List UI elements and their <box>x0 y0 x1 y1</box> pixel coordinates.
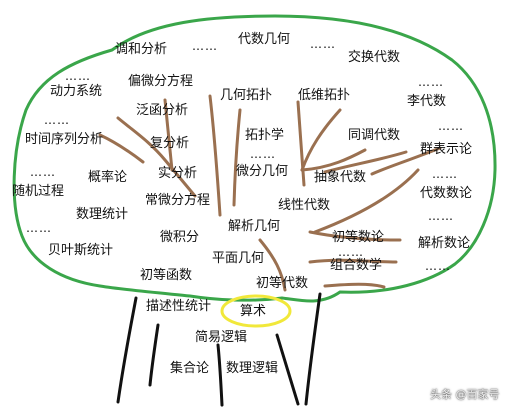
branch-line <box>370 146 442 176</box>
node-bayesian-statistics: 贝叶斯统计 <box>48 243 114 258</box>
node-commutative-algebra: 交换代数 <box>348 50 401 65</box>
branch-line <box>163 98 174 172</box>
trunk-line <box>116 296 138 404</box>
branch-line <box>232 108 242 207</box>
node-elementary-functions: 初等函数 <box>140 268 193 283</box>
trunk-line <box>148 323 160 387</box>
node-analytic-number-theory: 解析数论 <box>418 236 471 251</box>
node-geometric-topology: 几何拓扑 <box>220 88 273 103</box>
ellipsis-mark: …… <box>192 39 218 53</box>
node-real-analysis: 实分析 <box>158 166 198 181</box>
node-complex-analysis: 复分析 <box>150 136 190 151</box>
node-pde: 偏微分方程 <box>128 74 194 89</box>
branch-line <box>98 133 145 164</box>
ellipsis-mark: …… <box>425 259 451 273</box>
node-elementary-algebra: 初等代数 <box>256 276 309 291</box>
node-homological-algebra: 同调代数 <box>348 128 401 143</box>
node-mathematical-logic: 数理逻辑 <box>226 361 279 376</box>
ellipsis-mark: …… <box>432 167 458 181</box>
trunk-line <box>216 343 224 407</box>
ellipsis-mark: …… <box>418 75 444 89</box>
tree-trunk <box>116 292 322 407</box>
node-descriptive-statistics: 描述性统计 <box>146 299 212 314</box>
node-dynamical-systems: 动力系统 <box>50 84 103 99</box>
ellipsis-mark: …… <box>338 245 364 259</box>
node-elementary-number-theory: 初等数论 <box>332 230 385 245</box>
node-algebraic-geometry: 代数几何 <box>238 32 291 47</box>
branch-line <box>300 148 367 172</box>
branch-line <box>258 238 287 292</box>
node-ode: 常微分方程 <box>145 193 211 208</box>
node-group-representation: 群表示论 <box>420 142 473 157</box>
node-differential-geometry: 微分几何 <box>236 164 289 179</box>
trunk-line <box>304 292 322 406</box>
node-arithmetic: 算术 <box>240 304 267 319</box>
node-plane-geometry: 平面几何 <box>212 251 265 266</box>
node-functional-analysis: 泛函分析 <box>136 103 189 118</box>
node-mathematical-statistics: 数理统计 <box>76 207 129 222</box>
branch-line <box>323 150 408 174</box>
node-harmonic-analysis: 调和分析 <box>115 42 168 57</box>
node-low-dim-topology: 低维拓扑 <box>298 88 351 103</box>
node-analytic-geometry: 解析几何 <box>228 219 281 234</box>
watermark: 头条 @百家号 <box>430 388 500 401</box>
branch-line <box>116 116 197 198</box>
branch-line <box>308 258 398 264</box>
trunk-line <box>275 333 300 406</box>
node-combinatorics: 组合数学 <box>330 258 383 273</box>
node-calculus: 微积分 <box>160 230 200 245</box>
branch-line <box>300 108 342 172</box>
node-set-theory: 集合论 <box>170 361 210 376</box>
ellipsis-mark: …… <box>310 37 336 51</box>
ellipsis-mark: …… <box>26 221 52 235</box>
branch-line <box>308 230 402 242</box>
branch-line <box>208 94 222 217</box>
ellipsis-mark: …… <box>428 209 454 223</box>
node-time-series-analysis: 时间序列分析 <box>25 132 104 147</box>
node-topology: 拓扑学 <box>245 128 285 143</box>
node-simple-logic: 简易逻辑 <box>195 330 248 345</box>
tree-canopy-outline <box>12 14 497 303</box>
ellipsis-mark: …… <box>65 69 91 83</box>
ellipsis-mark: …… <box>30 165 56 179</box>
ellipsis-mark: …… <box>438 119 464 133</box>
branch-line <box>313 168 420 234</box>
node-stochastic-process: 随机过程 <box>12 184 65 199</box>
ellipsis-mark: …… <box>250 147 276 161</box>
node-probability-theory: 概率论 <box>88 170 128 185</box>
node-lie-algebra: 李代数 <box>407 94 447 109</box>
tree-branches <box>98 94 442 292</box>
node-linear-algebra: 线性代数 <box>278 198 331 213</box>
node-algebraic-number-theory: 代数数论 <box>420 186 473 201</box>
node-abstract-algebra: 抽象代数 <box>314 170 367 185</box>
ellipsis-mark: …… <box>44 113 70 127</box>
branch-line <box>296 100 306 187</box>
arithmetic-highlight-ring <box>220 294 292 328</box>
branch-line <box>323 282 386 289</box>
